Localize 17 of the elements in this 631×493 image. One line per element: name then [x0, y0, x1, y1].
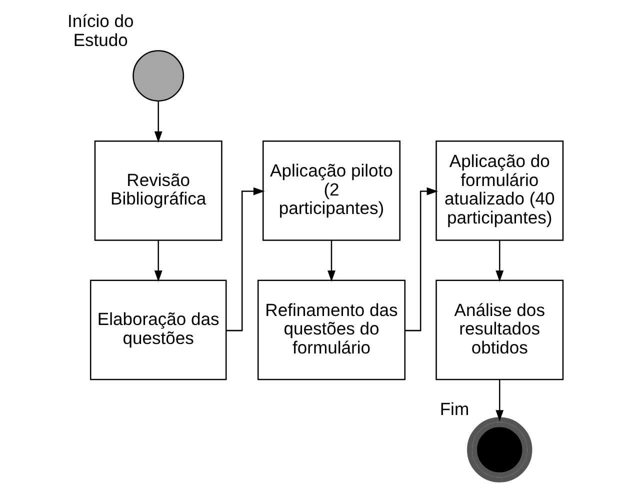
arrow: [328, 240, 336, 282]
node-box: Elaboração das questões: [90, 280, 227, 380]
arrow: [405, 187, 438, 332]
node-box: Revisão Bibliográfica: [94, 140, 222, 241]
node-box: Análise dos resultados obtidos: [436, 280, 564, 380]
node-label: Início do Estudo: [67, 11, 134, 50]
node-label: Fim: [440, 398, 470, 419]
arrow: [154, 101, 162, 143]
node-box: Aplicação do formulário atualizado (40 participantes): [436, 140, 564, 241]
node-circle: [132, 50, 184, 102]
node-circle: [467, 417, 532, 482]
node-box: Aplicação piloto (2 participantes): [262, 140, 400, 241]
arrow: [226, 187, 265, 332]
arrow: [496, 240, 504, 282]
arrow: [154, 240, 162, 282]
arrow: [496, 380, 504, 422]
node-box: Refinamento das questões do formulário: [257, 280, 406, 380]
